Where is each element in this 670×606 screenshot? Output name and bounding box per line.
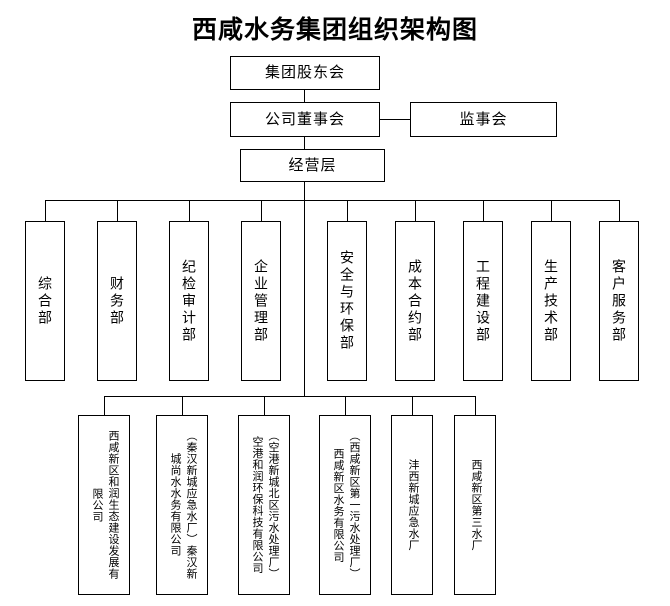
department-drop-line	[261, 200, 263, 221]
department-drop-line	[415, 200, 417, 221]
department-label: 财务部	[109, 275, 126, 327]
subsidiary-label: （空港新城北区污水处理厂）空港和润环保科技有限公司	[251, 430, 279, 580]
subsidiary-label: 西咸新区第三水厂	[469, 459, 482, 551]
department-node-2[interactable]: 纪检审计部	[169, 221, 209, 381]
department-bus-line	[45, 200, 619, 202]
page-title: 西咸水务集团组织架构图	[191, 17, 478, 44]
subsidiary-drop-line	[182, 396, 184, 415]
subsidiary-label: 沣西新城应急水厂	[406, 459, 419, 551]
department-drop-line	[619, 200, 621, 221]
department-label: 纪检审计部	[181, 258, 198, 344]
department-node-6[interactable]: 工程建设部	[463, 221, 503, 381]
department-node-3[interactable]: 企业管理部	[241, 221, 281, 381]
department-drop-line	[551, 200, 553, 221]
department-drop-line	[483, 200, 485, 221]
department-drop-line	[45, 200, 47, 221]
department-node-1[interactable]: 财务部	[97, 221, 137, 381]
department-node-5[interactable]: 成本合约部	[395, 221, 435, 381]
subsidiary-node-1[interactable]: （秦汉新城应急水厂）秦汉新城尚水水务有限公司	[156, 415, 208, 595]
subsidiary-label: 西咸新区和润生态建设发展有限公司	[91, 430, 119, 580]
subsidiary-node-0[interactable]: 西咸新区和润生态建设发展有限公司	[78, 415, 130, 595]
department-drop-line	[189, 200, 191, 221]
node-supervisors-label: 监事会	[459, 110, 508, 128]
department-label: 生产技术部	[543, 258, 560, 344]
connector-board-management	[304, 137, 306, 149]
subsidiary-drop-line	[264, 396, 266, 415]
department-node-7[interactable]: 生产技术部	[531, 221, 571, 381]
node-board-label: 公司董事会	[264, 110, 345, 128]
subsidiary-node-2[interactable]: （空港新城北区污水处理厂）空港和润环保科技有限公司	[238, 415, 290, 595]
subsidiary-node-5[interactable]: 西咸新区第三水厂	[454, 415, 496, 595]
connector-board-supervisors	[380, 119, 410, 121]
department-label: 工程建设部	[475, 258, 492, 344]
node-management[interactable]: 经营层	[240, 149, 385, 182]
connector-shareholders-board	[304, 90, 306, 102]
node-shareholders-label: 集团股东会	[264, 64, 345, 82]
node-board[interactable]: 公司董事会	[230, 102, 380, 137]
subsidiary-bus-line	[104, 396, 476, 398]
department-node-8[interactable]: 客户服务部	[599, 221, 639, 381]
subsidiary-node-4[interactable]: 沣西新城应急水厂	[391, 415, 433, 595]
node-supervisors[interactable]: 监事会	[410, 102, 557, 137]
node-shareholders[interactable]: 集团股东会	[230, 56, 380, 90]
subsidiary-label: （西咸新区第一污水处理厂）西咸新区水务有限公司	[332, 430, 360, 580]
node-management-label: 经营层	[288, 156, 337, 174]
department-label: 安全与环保部	[339, 250, 356, 352]
subsidiary-drop-line	[475, 396, 477, 415]
subsidiary-drop-line	[412, 396, 414, 415]
department-label: 综合部	[37, 275, 54, 327]
subsidiary-label: （秦汉新城应急水厂）秦汉新城尚水水务有限公司	[169, 430, 197, 580]
department-label: 客户服务部	[611, 258, 628, 344]
subsidiary-drop-line	[104, 396, 106, 415]
subsidiary-node-3[interactable]: （西咸新区第一污水处理厂）西咸新区水务有限公司	[319, 415, 371, 595]
department-node-4[interactable]: 安全与环保部	[327, 221, 367, 381]
subsidiary-drop-line	[345, 396, 347, 415]
department-label: 成本合约部	[407, 258, 424, 344]
connector-management-trunk	[304, 182, 306, 397]
department-node-0[interactable]: 综合部	[25, 221, 65, 381]
department-drop-line	[347, 200, 349, 221]
department-label: 企业管理部	[253, 258, 270, 344]
department-drop-line	[117, 200, 119, 221]
